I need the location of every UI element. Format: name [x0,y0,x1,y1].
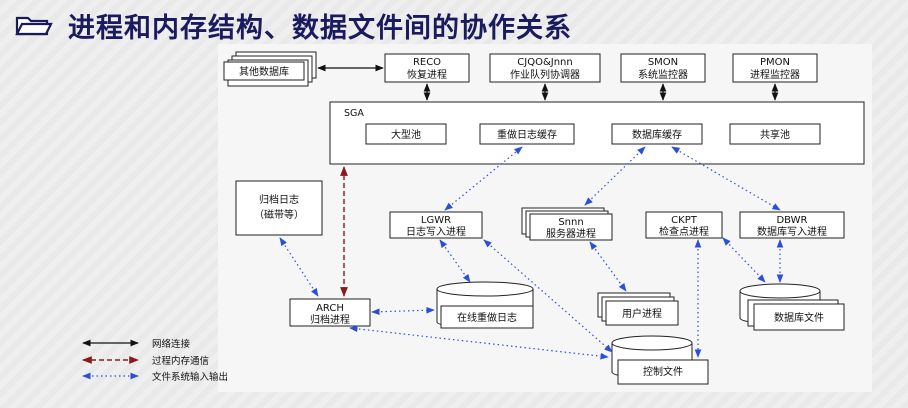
ckpt-desc: 检查点进程 [659,225,709,238]
file-io-connections [279,146,784,360]
archive-log-node: 归档日志 （磁带等） [235,180,323,236]
db-cache-box [611,123,703,145]
reco-desc: 恢复进程 [407,68,447,81]
archive-log-line1: 归档日志 [259,193,299,206]
sga-node: SGA 大型池 重做日志缓存 数据库缓存 共享池 [329,101,865,165]
cjqo-name: CJQO&Jnnn [517,57,572,68]
dbwr-process-node: DBWR 数据库写入进程 [739,211,845,239]
user-process-node: 用户进程 [597,292,679,326]
control-file-label: 控制文件 [643,365,683,378]
lgwr-process-node: LGWR 日志写入进程 [389,211,483,239]
reco-process-node: RECO 恢复进程 [384,53,470,83]
network-connections [317,64,779,101]
redo-buffer-box [479,123,575,145]
cjqo-desc: 作业队列协调器 [510,68,580,81]
page-title: 进程和内存结构、数据文件间的协作关系 [68,12,572,44]
archive-log-line2: （磁带等） [254,208,304,221]
folder-bullet-icon [15,16,53,36]
ckpt-name: CKPT [671,215,698,226]
pmon-name: PMON [760,57,790,68]
cjqo-process-node: CJQO&Jnnn 作业队列协调器 [489,53,601,83]
shared-pool-box [729,123,821,145]
smon-desc: 系统监控器 [638,68,688,81]
control-file-node: 控制文件 [611,335,709,385]
legend-fileio-label: 文件系统输入输出 [152,371,228,383]
large-pool-label: 大型池 [391,128,421,141]
datafiles-label: 数据库文件 [774,311,824,324]
snnn-process-node: Snnn 服务器进程 [521,207,613,241]
db-cache-label: 数据库缓存 [632,128,682,141]
legend-network-label: 网络连接 [152,338,191,350]
redo-buffer-label: 重做日志缓存 [497,128,557,141]
arch-process-node: ARCH 归档进程 [289,298,371,327]
pmon-process-node: PMON 进程监控器 [732,53,818,83]
arch-desc: 归档进程 [310,313,350,326]
smon-name: SMON [648,57,678,68]
ckpt-process-node: CKPT 检查点进程 [645,211,723,239]
reco-name: RECO [413,57,441,68]
lgwr-desc: 日志写入进程 [406,225,466,238]
other-databases-node: 其他数据库 [223,51,317,87]
legend: 网络连接 过程内存通信 文件系统输入输出 [82,338,228,383]
snnn-desc: 服务器进程 [546,227,596,240]
legend-memory-label: 过程内存通信 [152,355,209,367]
snnn-name: Snnn [558,217,583,228]
pmon-desc: 进程监控器 [750,68,800,81]
sga-label: SGA [344,108,364,119]
dbwr-name: DBWR [776,215,807,226]
shared-pool-label: 共享池 [760,128,790,141]
large-pool-box [365,123,447,145]
datafiles-node: 数据库文件 [739,283,845,331]
other-databases-label: 其他数据库 [239,65,289,78]
arch-name: ARCH [316,303,344,314]
lgwr-name: LGWR [421,215,451,226]
online-redo-log-label: 在线重做日志 [457,311,517,324]
smon-process-node: SMON 系统监控器 [620,53,706,83]
title-row: 进程和内存结构、数据文件间的协作关系 [14,8,572,44]
user-process-label: 用户进程 [622,307,662,320]
dbwr-desc: 数据库写入进程 [757,225,827,238]
online-redo-log-node: 在线重做日志 [436,281,534,329]
